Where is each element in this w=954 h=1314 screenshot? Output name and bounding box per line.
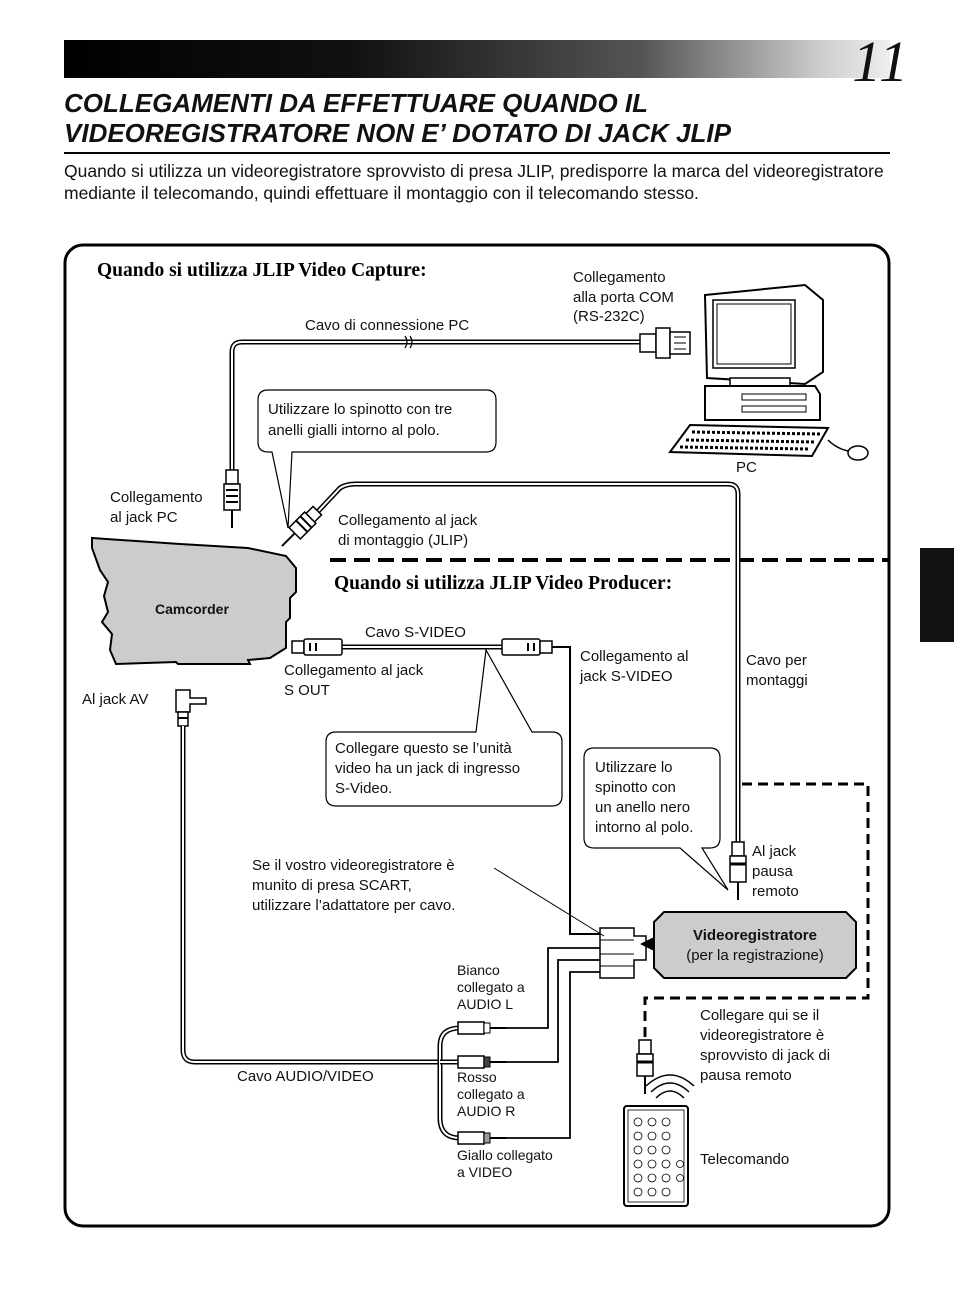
svg-text:Al jack: Al jack [752, 843, 797, 860]
vcr-icon [653, 911, 857, 979]
av-jack-label: Al jack AV [82, 691, 148, 708]
svg-text:utilizzare l’adattatore per ca: utilizzare l’adattatore per cavo. [252, 897, 455, 914]
intro-paragraph: Quando si utilizza un videoregistratore … [64, 161, 884, 203]
white-plug-label: Bianco collegato a AUDIO L [457, 962, 525, 1012]
svg-text:Collegare qui se il: Collegare qui se il [700, 1007, 819, 1024]
svg-text:remoto: remoto [752, 883, 799, 900]
svg-text:montaggi: montaggi [746, 672, 808, 689]
svg-text:Collegare questo se l’unità: Collegare questo se l’unità [335, 740, 512, 757]
rca-red-plug-icon [457, 1055, 506, 1069]
svg-text:un anello nero: un anello nero [595, 799, 690, 816]
svg-text:pausa: pausa [752, 863, 794, 880]
svg-text:(RS-232C): (RS-232C) [573, 308, 645, 325]
no-pause-note-text: Collegare qui se il videoregistratore è … [700, 1007, 830, 1084]
page-title: COLLEGAMENTI DA EFFETTUARE QUANDO IL VID… [64, 88, 890, 154]
jlip-plug-icon [281, 505, 323, 547]
com-port-label: Collegamento alla porta COM (RS-232C) [573, 269, 674, 325]
svideo-note-bubble [325, 648, 563, 807]
sout-jack-label: Collegamento al jack S OUT [284, 662, 424, 699]
remote-dashed-link [643, 782, 870, 1040]
black-ring-note-text: Utilizzare lo spinotto con un anello ner… [595, 759, 693, 836]
svideo-cable [542, 646, 600, 935]
svg-text:Bianco: Bianco [457, 962, 500, 978]
svg-text:Rosso: Rosso [457, 1069, 497, 1085]
svg-text:a VIDEO: a VIDEO [457, 1164, 512, 1180]
vcr-title: Videoregistratore [693, 927, 817, 944]
svg-text:intorno al polo.: intorno al polo. [595, 819, 693, 836]
pc-cable-label: Cavo di connessione PC [305, 317, 469, 334]
svg-text:Giallo collegato: Giallo collegato [457, 1147, 553, 1163]
scart-adapter-icon [599, 927, 647, 979]
red-plug-label: Rosso collegato a AUDIO R [457, 1069, 525, 1119]
svg-text:Cavo per: Cavo per [746, 652, 807, 669]
svg-text:pausa remoto: pausa remoto [700, 1067, 792, 1084]
title-line-2: VIDEOREGISTRATORE NON E’ DOTATO DI JACK … [64, 118, 731, 148]
rca-yellow-plug-icon [457, 1131, 506, 1145]
pause-plug-icon [729, 841, 747, 900]
com-plug-icon [639, 327, 691, 359]
svg-text:videoregistratore è: videoregistratore è [700, 1027, 824, 1044]
svideo-note-text: Collegare questo se l’unità video ha un … [335, 740, 520, 797]
svg-text:Collegamento: Collegamento [110, 489, 203, 506]
pc-jack-label: Collegamento al jack PC [110, 489, 203, 526]
vcr-subtitle: (per la registrazione) [686, 947, 824, 964]
black-ring-note-bubble [583, 747, 729, 891]
svg-text:video ha un jack di ingresso: video ha un jack di ingresso [335, 760, 520, 777]
computer-icon [668, 283, 869, 461]
pause-jack-label: Al jack pausa remoto [752, 843, 799, 900]
title-line-1: COLLEGAMENTI DA EFFETTUARE QUANDO IL [64, 88, 649, 118]
av-plug-icon [175, 689, 207, 727]
scart-note-text: Se il vostro videoregistratore è munito … [252, 857, 455, 914]
svg-text:munito di presa SCART,: munito di presa SCART, [252, 877, 412, 894]
pc-plug-icon [223, 469, 241, 528]
svg-text:Collegamento al jack: Collegamento al jack [338, 512, 478, 529]
edit-jack-label: Collegamento al jack di montaggio (JLIP) [338, 512, 478, 549]
svg-text:Collegamento: Collegamento [573, 269, 666, 286]
edit-cable-label: Cavo per montaggi [746, 652, 808, 689]
section-producer-heading: Quando si utilizza JLIP Video Producer: [334, 573, 672, 594]
svideo-cable-label: Cavo S-VIDEO [365, 624, 466, 641]
svg-text:S-Video.: S-Video. [335, 780, 392, 797]
svg-text:jack S-VIDEO: jack S-VIDEO [579, 668, 673, 685]
svideo-plug-left-icon [291, 638, 343, 656]
svg-text:Utilizzare lo spinotto con tre: Utilizzare lo spinotto con tre [268, 401, 452, 418]
remote-label: Telecomando [700, 1151, 789, 1168]
svg-text:alla porta COM: alla porta COM [573, 289, 674, 306]
diagram-frame [63, 243, 891, 1228]
rca-white-plug-icon [457, 1021, 506, 1035]
page-number: 11 [852, 29, 910, 94]
section-capture-heading: Quando si utilizza JLIP Video Capture: [97, 260, 427, 281]
yellow-plug-label: Giallo collegato a VIDEO [457, 1147, 553, 1180]
svg-text:Collegamento al jack: Collegamento al jack [284, 662, 424, 679]
remote-plug-icon [636, 1039, 654, 1094]
svg-text:sprovvisto di jack di: sprovvisto di jack di [700, 1047, 830, 1064]
svg-text:Collegamento al: Collegamento al [580, 648, 688, 665]
header-banner [64, 40, 890, 78]
svg-text:S OUT: S OUT [284, 682, 330, 699]
svg-text:AUDIO L: AUDIO L [457, 996, 513, 1012]
svg-text:Se il vostro videoregistratore: Se il vostro videoregistratore è [252, 857, 455, 874]
camcorder-icon [91, 536, 297, 666]
svg-text:AUDIO R: AUDIO R [457, 1103, 515, 1119]
svg-text:Utilizzare lo: Utilizzare lo [595, 759, 673, 776]
av-cable-label: Cavo AUDIO/VIDEO [237, 1068, 374, 1085]
svideo-jack-label: Collegamento al jack S-VIDEO [579, 648, 688, 685]
svg-text:anelli gialli intorno al polo.: anelli gialli intorno al polo. [268, 422, 440, 439]
pc-label: PC [736, 459, 757, 476]
remote-control-icon [623, 1105, 689, 1207]
svg-text:spinotto con: spinotto con [595, 779, 676, 796]
ring-note-text: Utilizzare lo spinotto con tre anelli gi… [268, 401, 452, 439]
svg-text:collegato a: collegato a [457, 979, 525, 995]
svg-text:collegato a: collegato a [457, 1086, 525, 1102]
signal-icon [645, 1074, 695, 1099]
svideo-plug-right-icon [501, 638, 553, 656]
section-tab [920, 548, 954, 642]
camcorder-label: Camcorder [155, 601, 229, 617]
svg-text:al jack PC: al jack PC [110, 509, 178, 526]
ring-note-bubble [257, 389, 497, 529]
svg-text:di montaggio (JLIP): di montaggio (JLIP) [338, 532, 468, 549]
